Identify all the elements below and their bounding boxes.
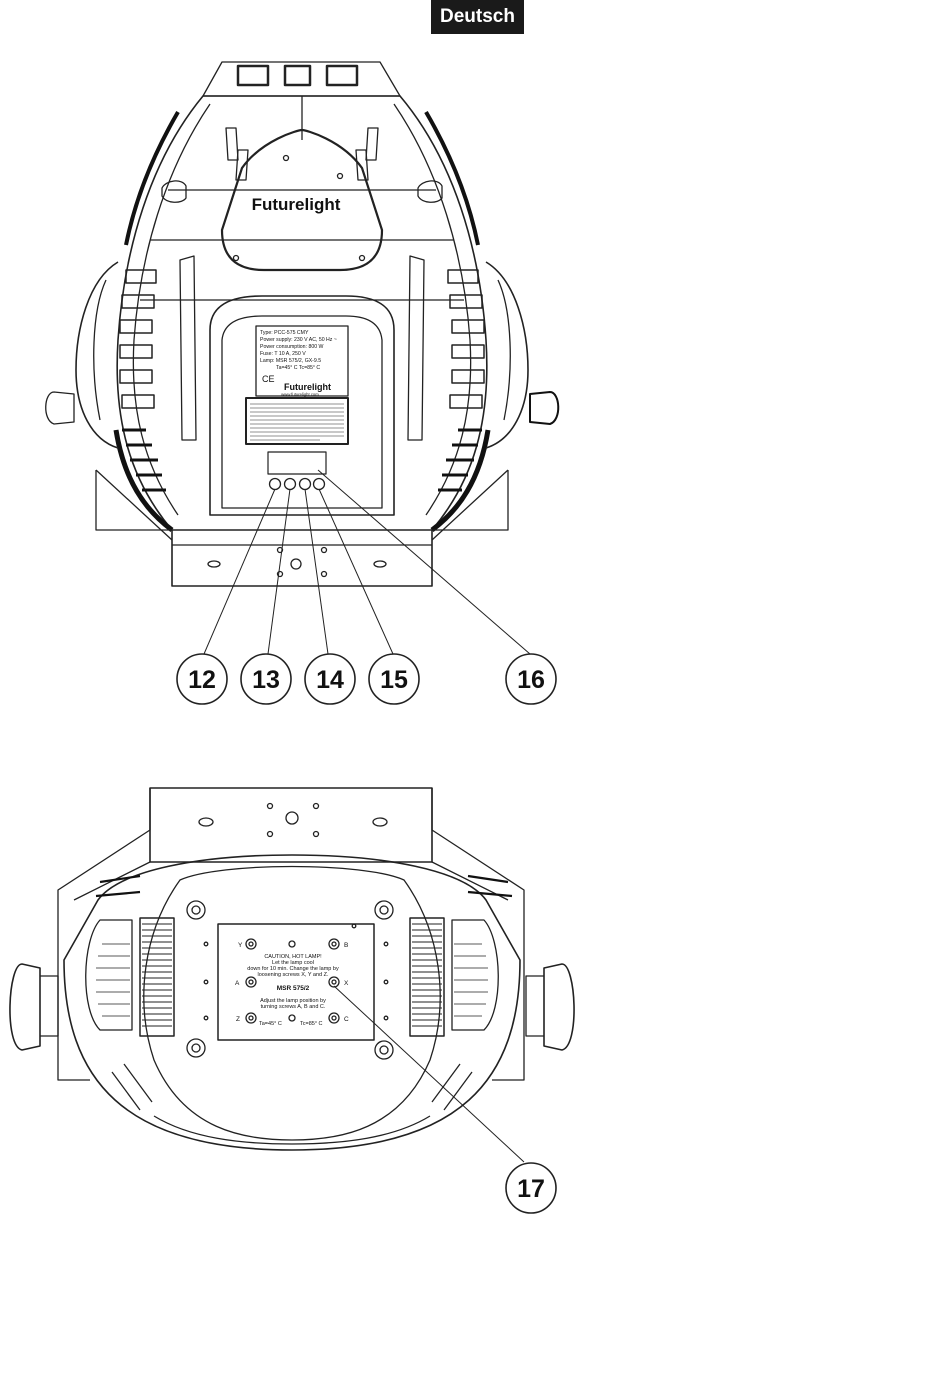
caution-line: loosening screws X, Y and Z. [257, 972, 329, 978]
caution-line: down for 10 min. Change the lamp by [247, 966, 339, 972]
callout-14-circle [304, 653, 356, 705]
leader-lines-top [203, 469, 531, 655]
screw-label-a: A [235, 980, 240, 987]
adjust-line: turning screws A, B and C. [261, 1004, 326, 1010]
callout-17-circle [505, 1162, 557, 1214]
temp-case: Tc=85° C [300, 1021, 323, 1027]
callout-16-circle [505, 653, 557, 705]
callout-15: 15 [380, 666, 408, 694]
type-plate-line: Ta=45° C Tc=85° C [276, 365, 320, 371]
type-plate-line: Lamp: MSR 575/2, GX-9.5 [260, 358, 321, 364]
type-plate-website: www.futurelight.com [281, 392, 319, 397]
device-top-view [9, 787, 575, 1214]
brand-logo: Futurelight [252, 195, 341, 214]
type-plate-line: Type: PCC-575 CMY [260, 330, 309, 336]
type-plate: Type: PCC-575 CMY Power supply: 230 V AC… [260, 330, 337, 371]
callout-14: 14 [316, 666, 344, 694]
type-plate-line: Fuse: T 10 A, 250 V [260, 351, 306, 357]
type-plate-line: Power consumption: 800 W [260, 344, 324, 350]
screw-label-y: Y [238, 942, 243, 949]
callout-16: 16 [517, 666, 545, 694]
callout-13-circle [240, 653, 292, 705]
callout-17: 17 [517, 1175, 545, 1203]
screw-label-b: B [344, 942, 348, 949]
screw-label-z: Z [236, 1016, 240, 1023]
callout-15-circle [368, 653, 420, 705]
type-plate-line: Power supply: 230 V AC, 50 Hz ~ [260, 337, 337, 343]
lamp-type: MSR 575/2 [277, 985, 310, 992]
callout-13: 13 [252, 666, 280, 694]
adjust-line: Adjust the lamp position by [260, 998, 326, 1004]
lamp-cover-plate: Y B A X Z C CAUTION, HOT LAMP! Let the l… [235, 942, 349, 1027]
language-tab: Deutsch [431, 0, 524, 34]
ce-mark: CE [262, 374, 275, 384]
screw-label-c: C [344, 1016, 349, 1023]
callout-12: 12 [188, 666, 216, 694]
callout-12-circle [176, 653, 228, 705]
screw-label-x: X [344, 980, 349, 987]
temp-ambient: Ta=45° C [259, 1021, 282, 1027]
caution-line: Let the lamp cool [272, 960, 314, 966]
leader-line-17 [333, 985, 525, 1163]
device-rear-view [45, 61, 560, 705]
caution-line: CAUTION, HOT LAMP! [264, 954, 322, 960]
type-plate-logo: Futurelight [284, 382, 331, 392]
